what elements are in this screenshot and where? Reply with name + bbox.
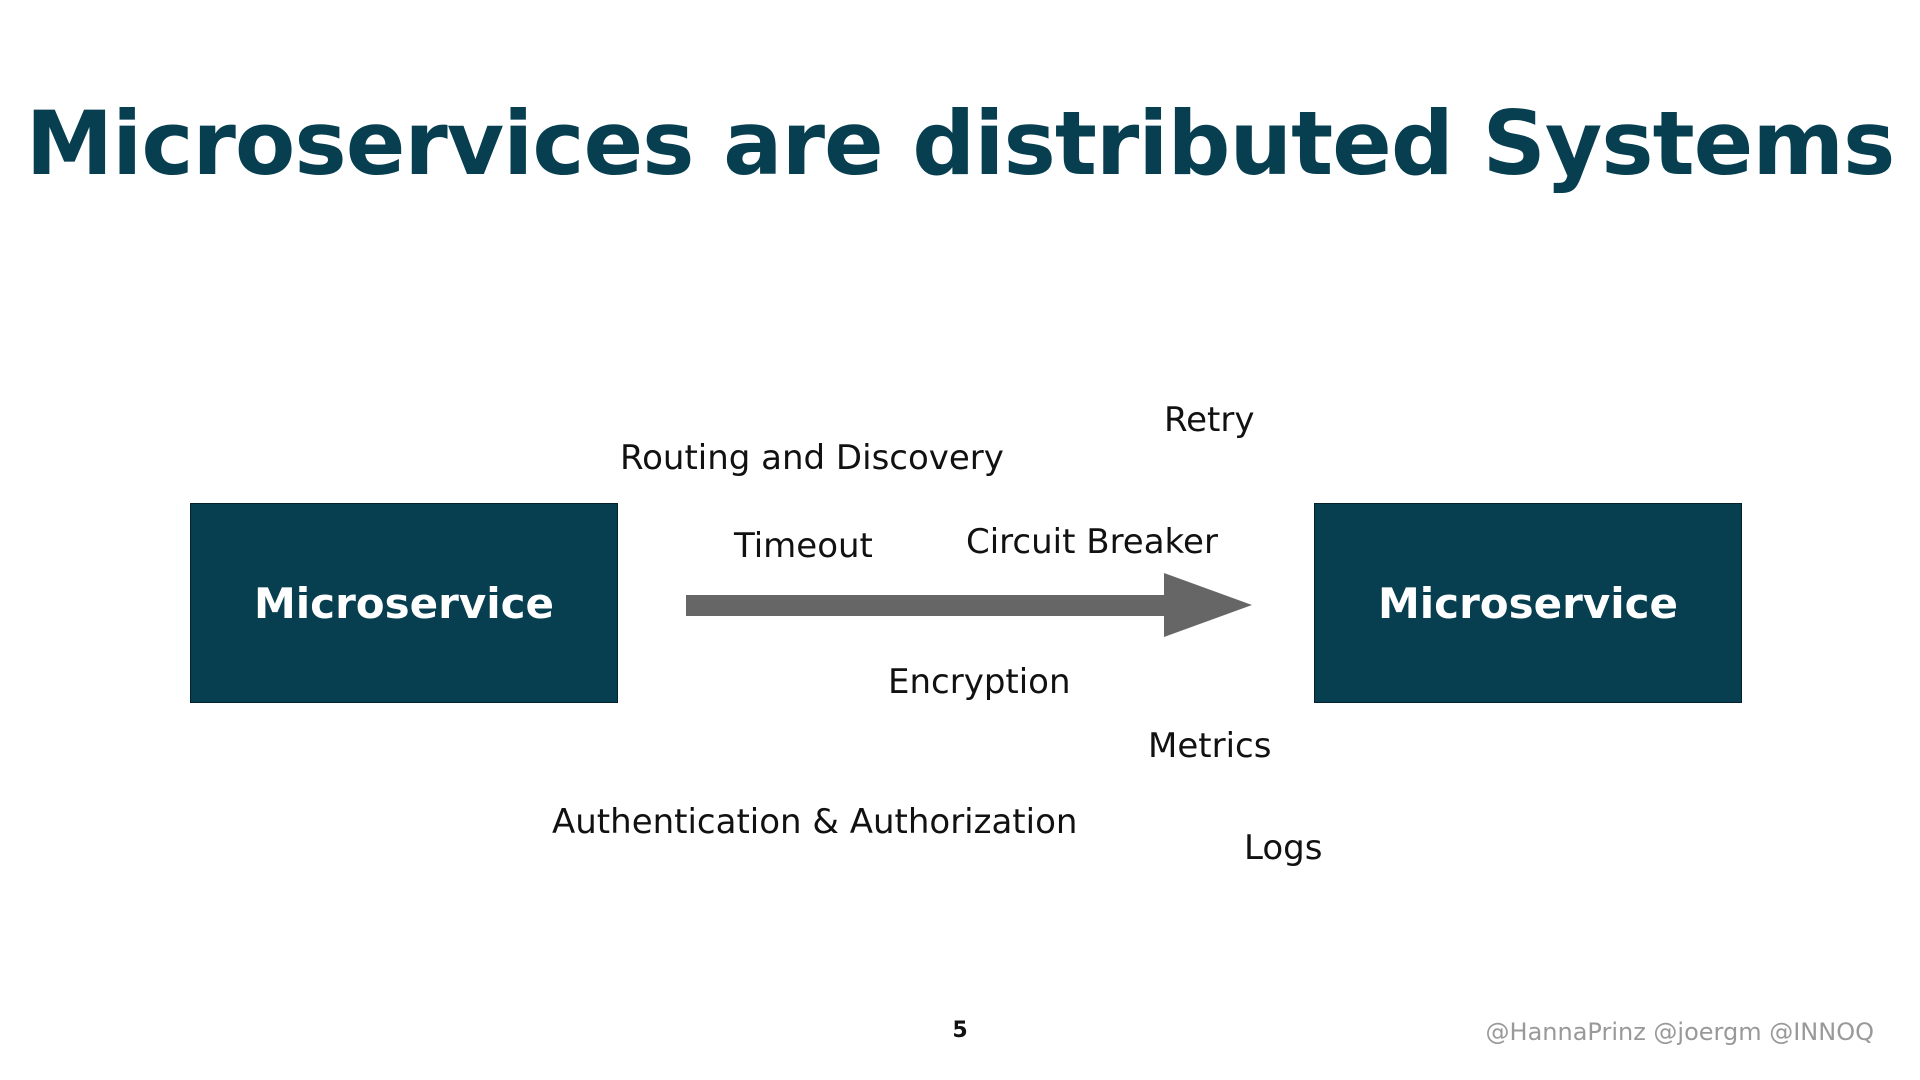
concern-circuit-breaker: Circuit Breaker [966,522,1218,562]
concern-authentication-authorization: Authentication & Authorization [552,802,1078,842]
microservice-box-right: Microservice [1314,503,1742,703]
concern-encryption: Encryption [888,662,1071,702]
microservice-label-left: Microservice [253,578,554,628]
concern-metrics: Metrics [1148,726,1272,766]
slide-title: Microservices are distributed Systems [25,92,1896,195]
arrow-head [1164,573,1252,637]
concern-routing-and-discovery: Routing and Discovery [620,438,1004,478]
concern-logs: Logs [1244,828,1323,868]
footer-twitter-handles: @HannaPrinz @joergm @INNOQ [1485,1018,1874,1046]
microservice-box-left: Microservice [190,503,618,703]
concern-timeout: Timeout [734,526,873,566]
arrow-shaft [686,595,1168,616]
request-arrow [686,573,1252,637]
concern-retry: Retry [1164,400,1255,440]
microservice-label-right: Microservice [1377,578,1678,628]
page-number: 5 [952,1018,968,1043]
